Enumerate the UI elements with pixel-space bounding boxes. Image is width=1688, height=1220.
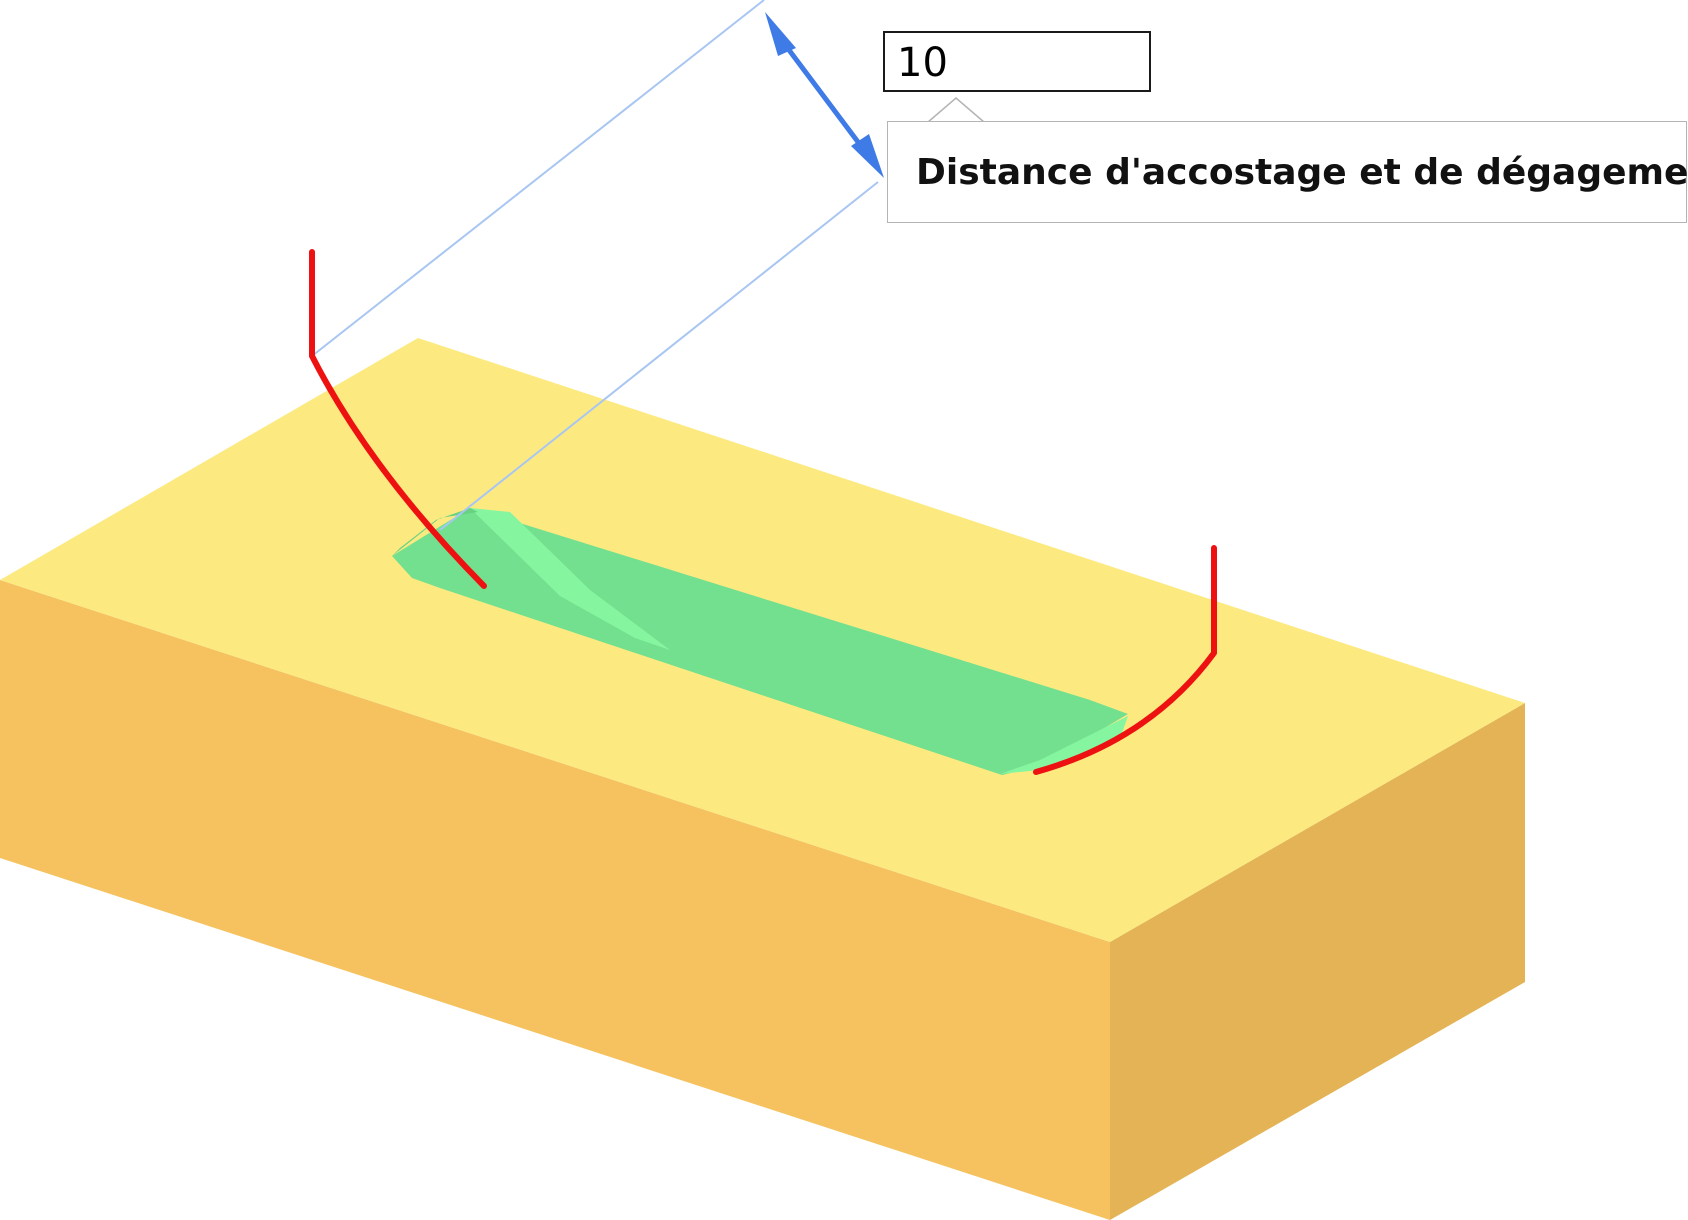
toolpath[interactable] — [309, 249, 1217, 775]
slot-floor — [392, 508, 1128, 775]
tooltip-text: Distance d'accostage et de dégagement — [916, 152, 1688, 193]
toolpath-retract — [1033, 545, 1217, 775]
slot-entry-ramp-highlight — [470, 508, 670, 650]
dimension-value-input[interactable] — [883, 31, 1151, 92]
toolpath-approach — [309, 249, 487, 589]
stock-block[interactable] — [0, 338, 1525, 1220]
extension-line-upper — [311, 0, 765, 357]
extension-line-lower — [439, 181, 879, 531]
dimension-arrowhead-icon — [765, 12, 796, 56]
dimension-arrowhead-icon — [851, 134, 884, 178]
dimension-arrow-shaft — [772, 28, 872, 160]
dimension-extension-lines — [311, 0, 879, 531]
stock-side-face — [1110, 703, 1525, 1220]
tooltip: Distance d'accostage et de dégagement — [887, 121, 1688, 223]
slot-entry-shadow — [392, 508, 478, 556]
stock-front-face — [0, 580, 1110, 1220]
tooltip-pointer — [928, 97, 984, 123]
dimension-arrow[interactable] — [765, 12, 884, 178]
